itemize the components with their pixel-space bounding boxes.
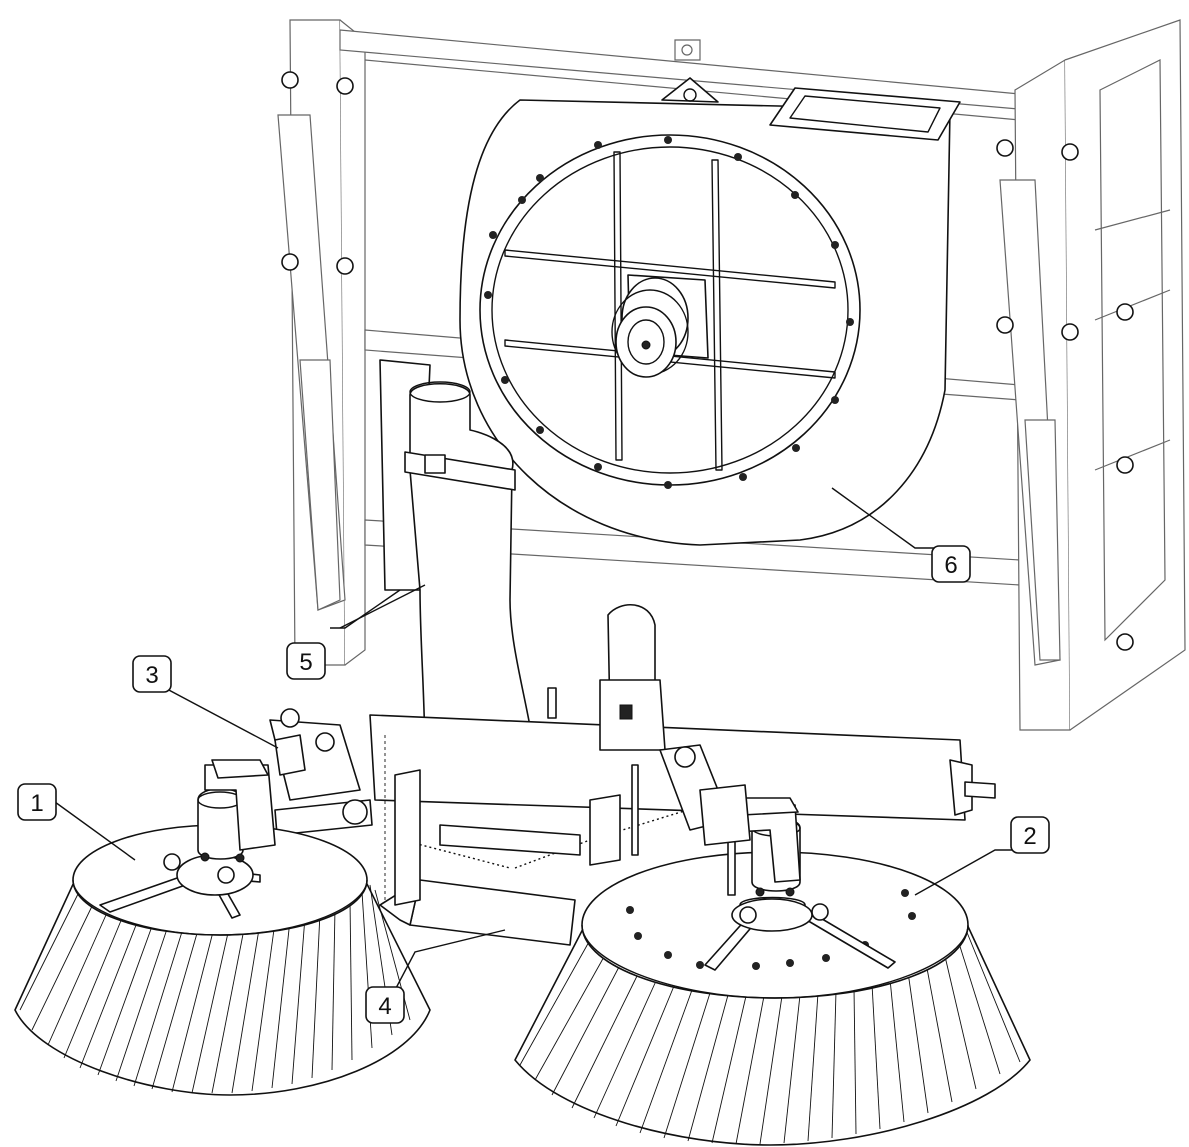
- callout-6: 6: [931, 545, 971, 583]
- callout-label-5: 5: [299, 649, 312, 676]
- callout-label-3: 3: [145, 662, 158, 689]
- callout-1: 1: [17, 783, 57, 821]
- mounting-frame: [277, 19, 1186, 731]
- brush-arm: [269, 708, 373, 836]
- callout-5: 5: [286, 642, 326, 680]
- right-side-brush: [514, 784, 1031, 1146]
- blower-housing: [459, 77, 961, 546]
- callout-label-2: 2: [1023, 823, 1036, 850]
- brush-mount-mechanism: [369, 603, 996, 946]
- callout-2: 2: [1010, 816, 1050, 854]
- callout-label-1: 1: [30, 790, 43, 817]
- left-side-brush: [14, 759, 431, 1096]
- callout-label-6: 6: [944, 552, 957, 579]
- callout-label-4: 4: [378, 993, 391, 1020]
- callout-3: 3: [132, 655, 172, 693]
- callout-4: 4: [365, 986, 405, 1024]
